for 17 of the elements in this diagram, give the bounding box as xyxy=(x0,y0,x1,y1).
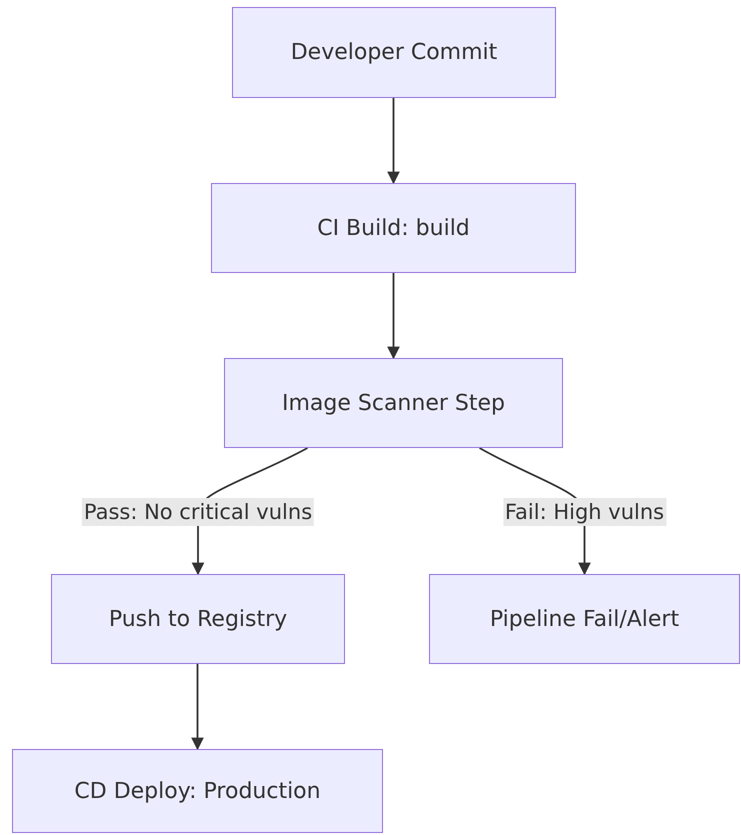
process-box xyxy=(51,574,345,664)
process-box xyxy=(224,358,563,448)
edge-label: Pass: No critical vulns xyxy=(82,498,314,526)
edge-label: Fail: High vulns xyxy=(502,498,666,526)
node-label: Image Scanner Step xyxy=(282,390,505,416)
process-box xyxy=(429,574,740,664)
node-label: Push to Registry xyxy=(108,606,288,632)
arrow xyxy=(387,273,400,360)
process-box xyxy=(232,7,556,98)
node-label: CI Build: build xyxy=(317,216,470,240)
node-label: Developer Commit xyxy=(290,40,498,65)
process-box xyxy=(12,749,383,833)
node-label: Pipeline Fail/Alert xyxy=(490,606,680,632)
process-box xyxy=(211,183,576,273)
arrow xyxy=(191,664,204,750)
arrow xyxy=(387,98,400,184)
node-label: CD Deploy: Production xyxy=(74,778,321,804)
